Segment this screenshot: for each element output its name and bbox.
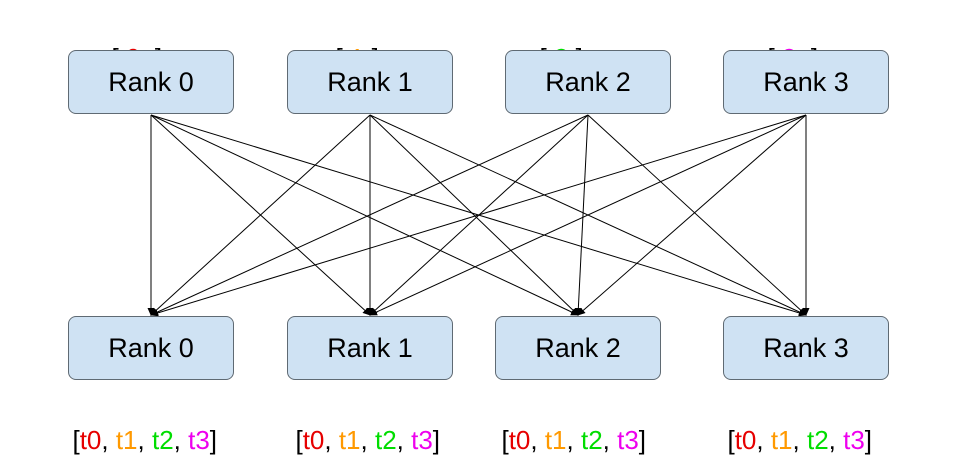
rank-label: Rank 1 [327,66,413,97]
separator: , [137,425,152,455]
bracket-close: ] [864,425,873,455]
bracket-close: ] [209,425,218,455]
separator: , [602,425,618,455]
rank-label: Rank 2 [535,332,621,363]
separator: , [396,425,412,455]
rank-label: Rank 3 [763,66,849,97]
tensor-t0: t0 [508,425,531,455]
tensor-t1: t1 [544,425,567,455]
tensor-t2: t2 [580,425,603,455]
edge-rank0-to-rank2 [150,114,579,316]
bracket-open: [ [501,425,509,455]
all-gather-edges [147,114,810,317]
top-rank-box-0: Rank 0 [68,50,234,114]
separator: , [101,425,116,455]
tensor-t1: t1 [115,425,138,455]
top-rank-box-3: Rank 3 [723,50,889,114]
bottom-rank-box-0: Rank 0 [68,316,234,380]
tensor-t2: t2 [374,425,397,455]
bracket-open: [ [295,425,303,455]
bottom-tensor-label-3: [t0, t1, t2, t3] [713,394,872,456]
rank-label: Rank 3 [763,332,849,363]
tensor-t2: t2 [806,425,829,455]
edge-rank1-to-rank0 [150,114,371,316]
tensor-t3: t3 [411,425,433,455]
top-rank-box-1: Rank 1 [287,50,453,114]
separator: , [173,425,189,455]
edge-rank3-to-rank2 [577,114,807,316]
separator: , [756,425,771,455]
edge-rank1-to-rank2 [369,114,579,316]
edge-rank2-to-rank0 [150,114,589,316]
edge-rank3-to-rank1 [369,114,807,316]
separator: , [828,425,844,455]
tensor-t2: t2 [151,425,174,455]
tensor-t0: t0 [734,425,757,455]
tensor-t1: t1 [770,425,793,455]
rank-label: Rank 1 [327,332,413,363]
bottom-tensor-label-1: [t0, t1, t2, t3] [281,394,440,456]
tensor-t3: t3 [188,425,210,455]
rank-label: Rank 2 [545,66,631,97]
edge-rank3-to-rank0 [150,114,807,317]
bottom-rank-box-3: Rank 3 [723,316,889,380]
rank-label: Rank 0 [108,66,194,97]
bracket-open: [ [727,425,735,455]
bottom-tensor-label-0: [t0, t1, t2, t3] [58,394,217,456]
edge-rank2-to-rank3 [587,114,807,316]
separator: , [792,425,807,455]
tensor-t0: t0 [302,425,325,455]
bracket-close: ] [638,425,647,455]
separator: , [566,425,581,455]
tensor-t1: t1 [338,425,361,455]
bracket-open: [ [72,425,80,455]
bottom-rank-box-2: Rank 2 [495,316,661,380]
edge-rank2-to-rank2 [574,114,589,316]
separator: , [530,425,545,455]
bottom-tensor-label-2: [t0, t1, t2, t3] [487,394,646,456]
separator: , [360,425,375,455]
rank-label: Rank 0 [108,332,194,363]
tensor-t3: t3 [617,425,639,455]
bottom-rank-box-1: Rank 1 [287,316,453,380]
separator: , [324,425,339,455]
tensor-t3: t3 [843,425,865,455]
bracket-close: ] [432,425,441,455]
top-rank-box-2: Rank 2 [505,50,671,114]
tensor-t0: t0 [79,425,102,455]
